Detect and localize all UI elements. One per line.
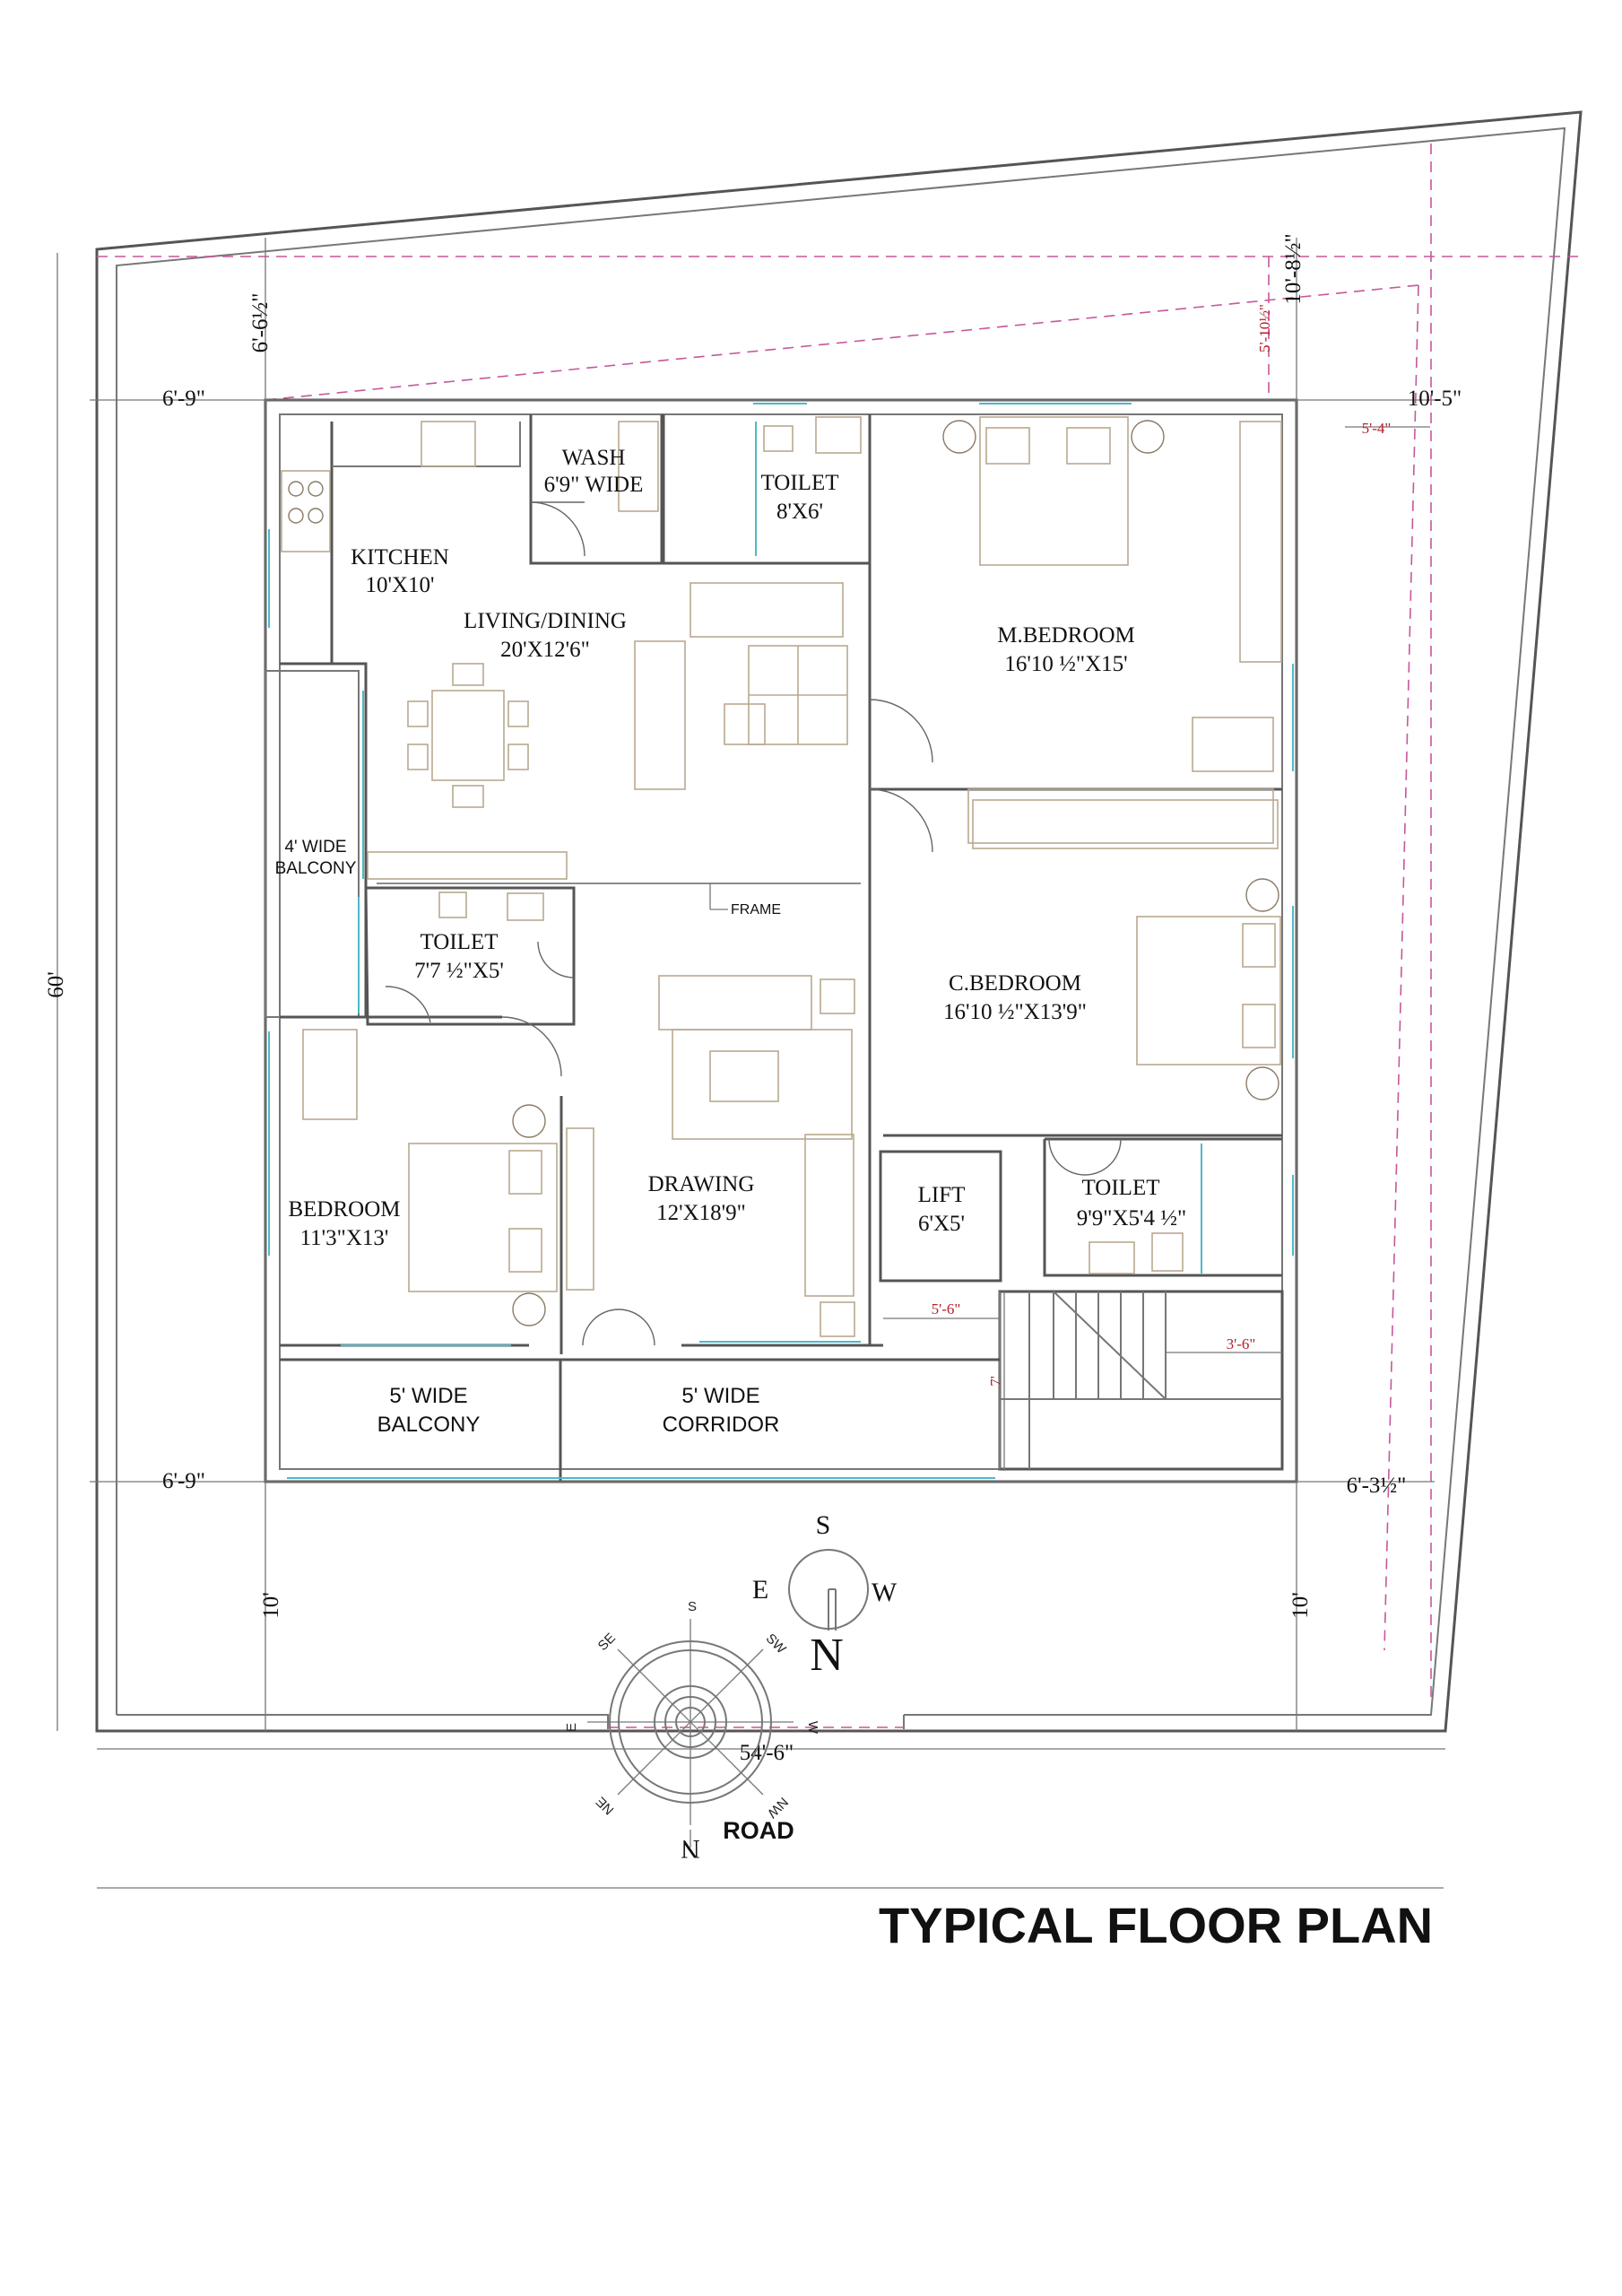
dim-right-bottom: 6'-3½" — [1347, 1474, 1407, 1498]
wash-name: WASH — [562, 446, 626, 470]
dim-overall-height: 60' — [44, 971, 68, 998]
living-size: 20'X12'6" — [500, 638, 590, 662]
dimension-labels: 6'-9" 6'-9" 10'-5" 6'-3½" 6'-6½" 10'-8½"… — [44, 233, 1462, 1765]
toilet-top-name: TOILET — [760, 471, 838, 495]
lift-size: 6'X5' — [918, 1212, 965, 1236]
balcony-rail — [367, 788, 1274, 880]
front-balcony-line2: BALCONY — [377, 1413, 481, 1437]
toilet-mid-name: TOILET — [420, 930, 498, 954]
frame-label: FRAME — [731, 902, 781, 918]
bedroom-size: 11'3"X13' — [300, 1226, 389, 1250]
dim-overall-width: 54'-6" — [740, 1741, 794, 1765]
dim-left-bottom: 6'-9" — [162, 1469, 205, 1493]
c-bedroom-name: C.BEDROOM — [949, 971, 1081, 996]
drawing-size: 12'X18'9" — [656, 1201, 746, 1225]
master-bedroom-size: 16'10 ½"X15' — [1004, 652, 1127, 676]
toilet-right-size: 9'9"X5'4 ½" — [1077, 1206, 1186, 1231]
doors — [377, 501, 1122, 1346]
plot-boundary — [95, 110, 1583, 1733]
dim-top-left-vertical: 6'-6½" — [248, 293, 273, 353]
dim-red-5-10: 5'-10½" — [1256, 304, 1273, 352]
dim-red-3-6: 3'-6" — [1227, 1335, 1256, 1352]
compass-east-label: E — [752, 1575, 768, 1605]
dimension-lines — [56, 238, 1445, 1750]
bedroom-name: BEDROOM — [288, 1197, 400, 1222]
drawing-name: DRAWING — [648, 1172, 755, 1196]
corridor-line2: CORRIDOR — [663, 1413, 780, 1437]
setback-lines — [97, 144, 1580, 1704]
c-bedroom-size: 16'10 ½"X13'9" — [943, 1000, 1087, 1024]
rose-w-label: W — [805, 1721, 820, 1735]
master-bedroom-name: M.BEDROOM — [997, 623, 1135, 648]
lift-name: LIFT — [918, 1183, 966, 1207]
compass-south-label: S — [816, 1510, 831, 1540]
living-name: LIVING/DINING — [464, 609, 627, 633]
dim-right-top: 10'-5" — [1408, 387, 1462, 411]
rose-ne-label: NE — [593, 1794, 617, 1818]
dim-left-top: 6'-9" — [162, 387, 205, 411]
dim-top-right-vertical: 10'-8½" — [1281, 233, 1305, 304]
wash-size: 6'9" WIDE — [544, 473, 644, 497]
rose-se-label: SE — [595, 1631, 619, 1654]
toilet-mid-size: 7'7 ½"X5' — [414, 959, 504, 983]
windows — [268, 403, 1294, 1479]
staircase-steps — [1000, 1291, 1282, 1469]
toilet-right-name: TOILET — [1081, 1176, 1159, 1200]
rose-n-label: N — [681, 1834, 700, 1864]
compass-west-label: W — [872, 1578, 898, 1607]
rose-sw-label: SW — [763, 1631, 790, 1657]
toilet-top-size: 8'X6' — [776, 500, 823, 524]
rose-s-label: S — [688, 1599, 697, 1614]
furniture — [281, 416, 1282, 1469]
dim-front-right: 10' — [1288, 1592, 1313, 1619]
dim-red-7: 7' — [987, 1376, 1004, 1387]
side-balcony-line2: BALCONY — [275, 859, 357, 878]
kitchen-name: KITCHEN — [351, 545, 449, 570]
dim-red-5-4: 5'-4" — [1362, 420, 1392, 437]
side-balcony-line1: 4' WIDE — [284, 838, 346, 857]
corridor-line1: 5' WIDE — [681, 1384, 759, 1408]
rose-e-label: E — [564, 1723, 579, 1732]
drawing-title: TYPICAL FLOOR PLAN — [879, 1897, 1433, 1953]
dim-red-5-6: 5'-6" — [932, 1300, 961, 1318]
kitchen-size: 10'X10' — [365, 573, 434, 597]
front-balcony-line1: 5' WIDE — [389, 1384, 467, 1408]
road-label: ROAD — [723, 1817, 794, 1844]
room-labels: WASH 6'9" WIDE TOILET 8'X6' KITCHEN 10'X… — [275, 446, 1187, 1437]
north-compass: S E W N — [752, 1510, 898, 1681]
compass-north-label: N — [810, 1630, 844, 1681]
dim-front-left: 10' — [259, 1592, 283, 1619]
